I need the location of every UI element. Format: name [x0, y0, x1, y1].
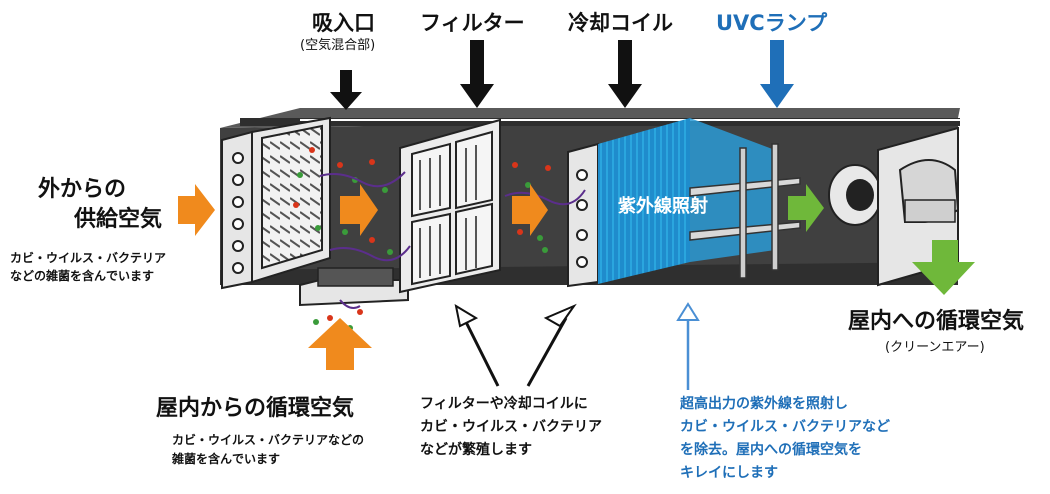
- filter-note-1: フィルターや冷却コイルに: [420, 396, 588, 412]
- inlet-plate: [221, 130, 253, 290]
- coil-plate: [567, 142, 599, 288]
- bottom-duct: [299, 267, 409, 307]
- uv-panel-label: 紫外線照射: [618, 196, 708, 217]
- uv-note-2: カビ・ウイルス・バクテリアなど: [680, 419, 890, 435]
- fan: [828, 164, 882, 226]
- filter-note-3: などが繁殖します: [420, 442, 532, 458]
- intake-louver: [251, 116, 331, 284]
- outside-air-title-1: 外からの: [38, 177, 127, 202]
- green-airflow-arrows: [788, 184, 975, 295]
- filter-frame: [399, 118, 501, 294]
- label-uvc-lamp: UVCランプ: [716, 11, 828, 35]
- orange-airflow-arrows: [178, 184, 548, 370]
- indoor-air-desc-1: カビ・ウイルス・バクテリアなどの: [172, 433, 365, 447]
- label-intake-sub: (空気混合部): [300, 38, 376, 53]
- filter-note-2: カビ・ウイルス・バクテリア: [420, 419, 602, 435]
- uvc-lamp-rods: [689, 143, 801, 279]
- pointer-arrows: [454, 302, 700, 390]
- germ-particles: [293, 147, 586, 331]
- label-cooling-coil: 冷却コイル: [568, 11, 673, 35]
- top-down-arrows: [330, 40, 794, 110]
- indoor-air-title: 屋内からの循環空気: [156, 396, 355, 421]
- uv-note-4: キレイにします: [680, 465, 778, 481]
- outside-air-desc-1: カビ・ウイルス・バクテリア: [10, 251, 167, 265]
- label-intake: 吸入口: [312, 11, 375, 35]
- output-title: 屋内への循環空気: [848, 309, 1025, 334]
- output-sub: (クリーンエアー): [885, 340, 985, 355]
- outside-air-title-2: 供給空気: [74, 207, 163, 232]
- uv-note-3: を除去。屋内への循環空気を: [680, 442, 862, 458]
- uv-note-1: 超高出力の紫外線を照射し: [680, 396, 848, 412]
- indoor-air-desc-2: 雑菌を含んでいます: [172, 452, 281, 466]
- outside-air-desc-2: などの雑菌を含んでいます: [10, 269, 155, 283]
- label-filter: フィルター: [420, 11, 525, 35]
